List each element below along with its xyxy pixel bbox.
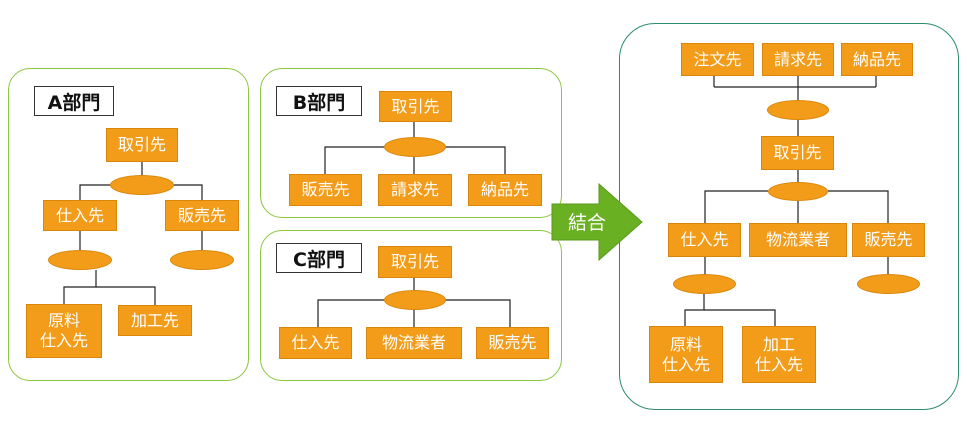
- dept-a-child-left-node: 仕入先: [43, 200, 117, 231]
- dept-a-title: A部門: [34, 86, 114, 116]
- merged-child-3-node: 販売先: [852, 223, 925, 257]
- merge-label: 結合: [567, 211, 606, 234]
- merged-child-1-node: 仕入先: [668, 223, 741, 257]
- dept-a-leaf-1-node: 原料 仕入先: [26, 304, 102, 358]
- dept-c-child-2-node: 物流業者: [366, 327, 462, 359]
- dept-c-child-1-node: 仕入先: [279, 327, 352, 359]
- dept-b-root-node: 取引先: [379, 91, 452, 122]
- dept-a-root-node: 取引先: [106, 128, 178, 162]
- dept-a-root-junction: [110, 175, 174, 195]
- merge-arrow-icon: [551, 183, 643, 261]
- dept-c-junction: [384, 290, 446, 310]
- merged-left-junction: [673, 274, 736, 294]
- dept-c-child-3-node: 販売先: [476, 327, 549, 359]
- dept-c-title: C部門: [276, 243, 362, 273]
- dept-b-child-3-node: 納品先: [468, 174, 542, 206]
- merged-root-junction: [768, 182, 828, 201]
- merged-top-2-node: 請求先: [762, 43, 834, 76]
- merged-child-2-node: 物流業者: [749, 223, 847, 257]
- dept-b-child-2-node: 請求先: [378, 174, 452, 206]
- merged-leaf-1-node: 原料 仕入先: [649, 326, 723, 383]
- merged-root-node: 取引先: [761, 136, 834, 170]
- dept-b-title: B部門: [276, 86, 362, 116]
- merged-leaf-2-node: 加工 仕入先: [742, 326, 816, 383]
- dept-a-right-junction: [170, 250, 234, 270]
- merged-top-1-node: 注文先: [681, 43, 754, 76]
- dept-b-child-1-node: 販売先: [289, 174, 362, 206]
- dept-a-leaf-2-node: 加工先: [118, 305, 192, 336]
- merged-right-junction: [857, 274, 920, 294]
- dept-b-junction: [384, 137, 446, 157]
- merged-top-3-node: 納品先: [841, 43, 913, 76]
- dept-c-root-node: 取引先: [378, 246, 452, 278]
- merged-top-junction: [767, 100, 829, 120]
- dept-a-left-junction: [48, 250, 112, 270]
- dept-a-child-right-node: 販売先: [165, 200, 239, 231]
